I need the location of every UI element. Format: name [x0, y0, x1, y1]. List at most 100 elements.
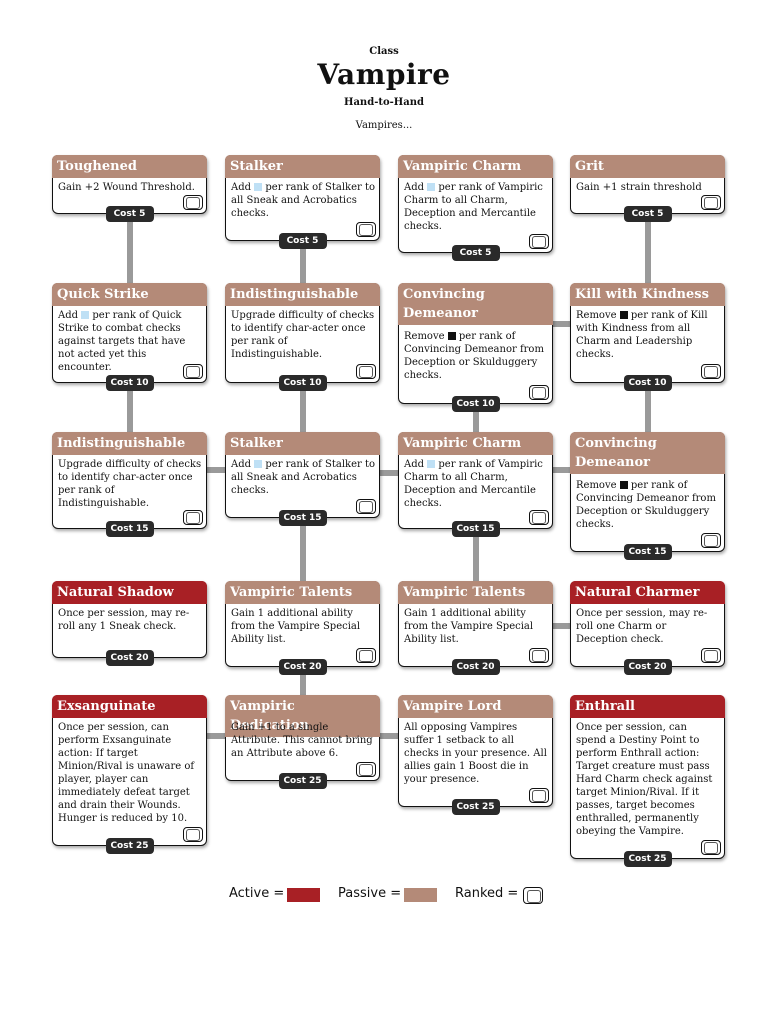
talent-name: Vampiric Charm	[398, 155, 553, 178]
setback-die-icon	[619, 311, 628, 319]
talent-name: Exsanguinate	[52, 695, 207, 718]
connector-horizontal	[207, 467, 225, 473]
talent-name: Enthrall	[570, 695, 725, 718]
talent-name: Kill with Kindness	[570, 283, 725, 306]
talent-description: Upgrade difficulty of checks to identify…	[231, 310, 375, 360]
legend-passive-label: Passive =	[338, 886, 402, 901]
cost-badge: Cost 10	[451, 396, 500, 412]
legend-ranked-icon	[523, 887, 543, 904]
cost-badge: Cost 10	[623, 375, 672, 391]
ranked-checkbox-icon[interactable]	[356, 648, 376, 663]
talent-description: Add per rank of Quick Strike to combat c…	[58, 310, 186, 373]
legend-ranked-label: Ranked =	[455, 886, 519, 901]
ranked-checkbox-icon[interactable]	[701, 840, 721, 855]
connector-horizontal	[207, 733, 225, 739]
legend-active-label: Active =	[229, 886, 285, 901]
talent-description: Add per rank of Stalker to all Sneak and…	[231, 182, 375, 219]
cost-badge: Cost 15	[451, 521, 500, 537]
ranked-checkbox-icon[interactable]	[183, 827, 203, 842]
ranked-checkbox-icon[interactable]	[529, 385, 549, 400]
talent-description: Add per rank of Vampiric Charm to all Ch…	[404, 459, 543, 509]
cost-badge: Cost 5	[451, 245, 500, 261]
talent-name: Quick Strike	[52, 283, 207, 306]
talent-name: Grit	[570, 155, 725, 178]
connector-horizontal	[380, 470, 398, 476]
cost-badge: Cost 15	[105, 521, 154, 537]
connector-vertical	[126, 391, 133, 432]
ranked-checkbox-icon[interactable]	[529, 234, 549, 249]
ranked-checkbox-icon[interactable]	[701, 364, 721, 379]
talent-name: Vampiric Talents	[225, 581, 380, 604]
connector-horizontal	[553, 623, 570, 629]
legend-active-swatch	[287, 888, 320, 902]
boost-die-icon	[427, 460, 436, 468]
ranked-checkbox-icon[interactable]	[356, 222, 376, 237]
talent-description: Remove per rank of Kill with Kindness fr…	[576, 310, 708, 360]
ranked-checkbox-icon[interactable]	[529, 648, 549, 663]
boost-die-icon	[254, 460, 263, 468]
talent-name: Convincing Demeanor	[398, 283, 553, 325]
ranked-checkbox-icon[interactable]	[529, 788, 549, 803]
talent-name: Vampiric Charm	[398, 432, 553, 455]
connector-vertical	[644, 391, 651, 432]
ranked-checkbox-icon[interactable]	[529, 510, 549, 525]
cost-badge: Cost 25	[451, 799, 500, 815]
ranked-checkbox-icon[interactable]	[183, 510, 203, 525]
talent-name: Natural Charmer	[570, 581, 725, 604]
ranked-checkbox-icon[interactable]	[701, 533, 721, 548]
talent-name: Vampire Lord	[398, 695, 553, 718]
connector-vertical	[299, 526, 306, 581]
cost-badge: Cost 5	[105, 206, 154, 222]
talent-description: Remove per rank of Convincing Demeanor f…	[404, 331, 544, 381]
ranked-checkbox-icon[interactable]	[356, 762, 376, 777]
cost-badge: Cost 5	[278, 233, 327, 249]
talent-description: Add per rank of Vampiric Charm to all Ch…	[404, 182, 543, 232]
ranked-checkbox-icon[interactable]	[701, 195, 721, 210]
connector-vertical	[644, 222, 651, 283]
ranked-checkbox-icon[interactable]	[183, 195, 203, 210]
ranked-checkbox-icon[interactable]	[356, 364, 376, 379]
talent-name: Vampiric Talents	[398, 581, 553, 604]
talent-description: All opposing Vampires suffer 1 setback t…	[404, 722, 547, 785]
connector-vertical	[472, 412, 479, 432]
connector-vertical	[472, 537, 479, 581]
ranked-checkbox-icon[interactable]	[356, 499, 376, 514]
talent-description: Gain +1 to a single Attribute. This cann…	[231, 722, 373, 759]
talent-description: Gain +2 Wound Threshold.	[58, 182, 195, 193]
cost-badge: Cost 20	[105, 650, 154, 666]
cost-badge: Cost 25	[278, 773, 327, 789]
connector-vertical	[299, 249, 306, 283]
talent-description: Once per session, can perform Exsanguina…	[58, 722, 195, 824]
cost-badge: Cost 15	[278, 510, 327, 526]
talent-name: Natural Shadow	[52, 581, 207, 604]
talent-name: Stalker	[225, 155, 380, 178]
setback-die-icon	[447, 332, 456, 340]
ranked-checkbox-icon[interactable]	[701, 648, 721, 663]
ranked-checkbox-icon[interactable]	[183, 364, 203, 379]
cost-badge: Cost 25	[105, 838, 154, 854]
talent-name: Convincing Demeanor	[570, 432, 725, 474]
boost-die-icon	[427, 183, 436, 191]
setback-die-icon	[619, 481, 628, 489]
talent-description: Upgrade difficulty of checks to identify…	[58, 459, 202, 509]
